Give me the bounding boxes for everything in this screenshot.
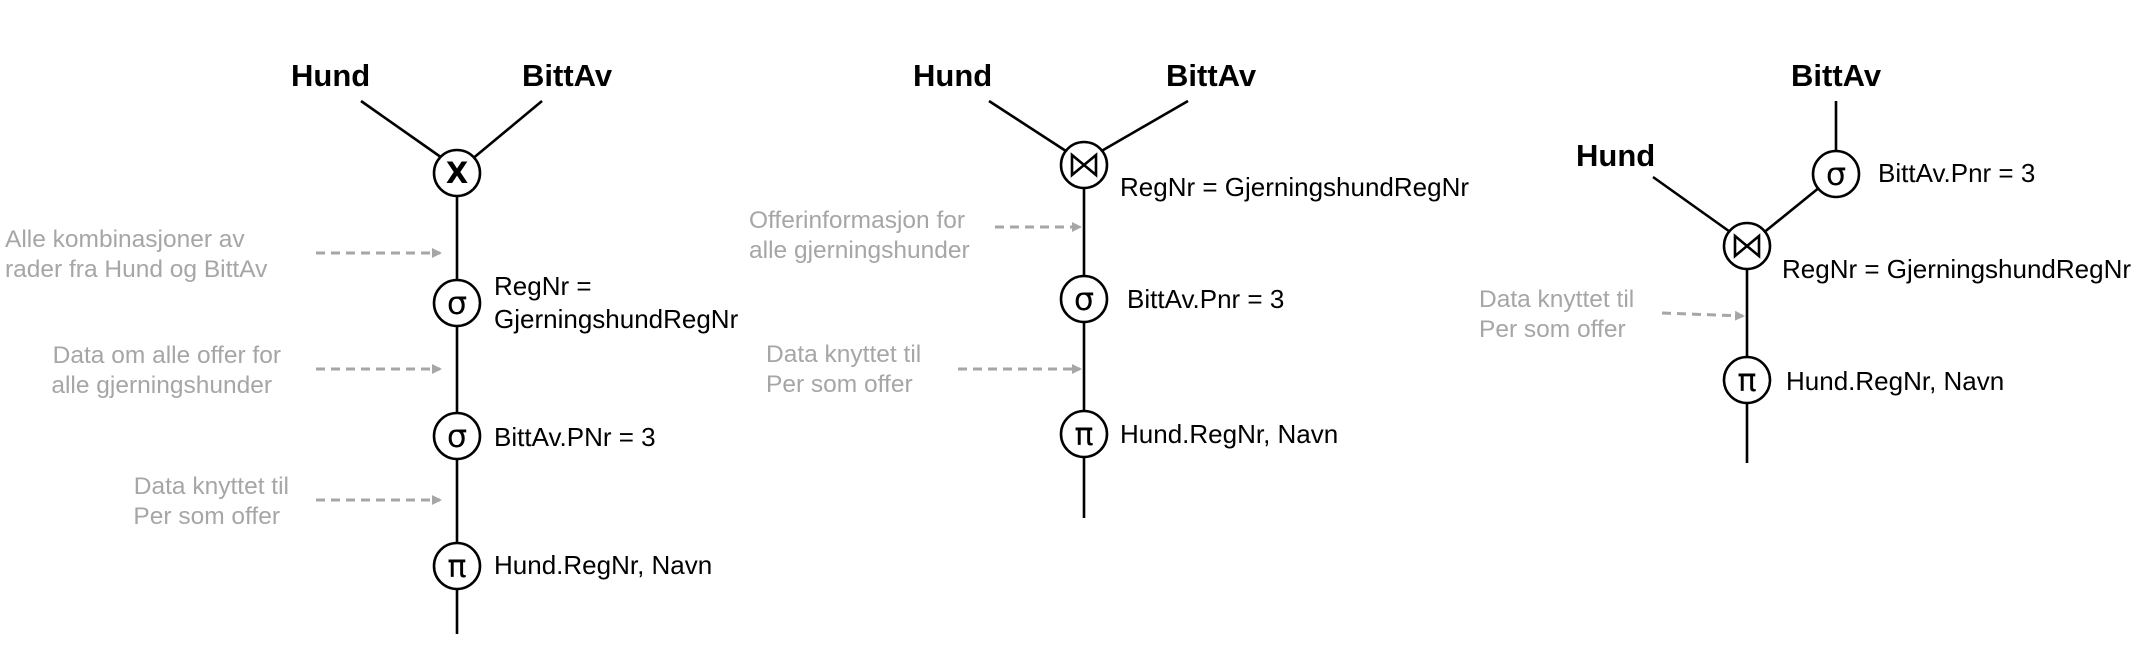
- project-attributes: Hund.RegNr, Navn: [494, 550, 712, 580]
- svg-text:Per som offer: Per som offer: [766, 371, 913, 398]
- sigma-symbol: σ: [1826, 155, 1846, 193]
- select1-condition-line2: GjerningshundRegNr: [494, 304, 739, 334]
- annotation-1: Alle kombinasjoner av rader fra Hund og …: [5, 226, 268, 283]
- svg-text:Alle kombinasjoner av: Alle kombinasjoner av: [5, 226, 245, 253]
- relation-bittav: BittAv: [1166, 58, 1257, 93]
- project-attributes: Hund.RegNr, Navn: [1786, 366, 2004, 396]
- svg-text:alle gjerningshunder: alle gjerningshunder: [51, 372, 272, 399]
- product-node: X: [432, 148, 482, 198]
- pi-symbol: π: [1737, 361, 1756, 399]
- query-tree-3: BittAv Hund σ π BittAv.Pnr = 3 RegNr = G…: [1479, 58, 2131, 463]
- svg-text:Data om alle offer for: Data om alle offer for: [53, 342, 281, 369]
- relation-bittav: BittAv: [1791, 58, 1882, 93]
- edge-bittav-product: [470, 100, 543, 161]
- sigma-symbol: σ: [447, 417, 467, 455]
- sigma-symbol: σ: [1074, 280, 1094, 318]
- product-symbol: X: [446, 156, 468, 190]
- join-condition: RegNr = GjerningshundRegNr: [1782, 254, 2131, 284]
- edge-select-join: [1761, 185, 1821, 236]
- select2-condition: BittAv.PNr = 3: [494, 422, 656, 452]
- select-node-2: σ: [432, 411, 482, 461]
- query-tree-2: Hund BittAv σ π RegNr = GjerningshundReg…: [749, 58, 1469, 518]
- query-tree-1: Hund BittAv X σ σ π RegNr = Gjerningshun…: [5, 58, 739, 634]
- svg-text:Data knyttet til: Data knyttet til: [134, 473, 289, 500]
- select-node: σ: [1811, 149, 1861, 199]
- select1-condition-line1: RegNr =: [494, 271, 592, 301]
- pi-symbol: π: [1074, 415, 1093, 453]
- annotation-arrow-1: [1661, 310, 1745, 321]
- sigma-symbol: σ: [447, 284, 467, 322]
- project-node: π: [1722, 355, 1772, 405]
- svg-text:Offerinformasjon for: Offerinformasjon for: [749, 207, 965, 234]
- relation-hund: Hund: [291, 58, 370, 93]
- join-symbol: [1733, 233, 1761, 259]
- svg-text:Data knyttet til: Data knyttet til: [1479, 286, 1634, 313]
- select-node: σ: [1059, 274, 1109, 324]
- annotation-2: Data knyttet til Per som offer: [766, 341, 921, 398]
- pi-symbol: π: [447, 547, 466, 585]
- annotation-1: Data knyttet til Per som offer: [1479, 286, 1634, 343]
- edge-hund-product: [360, 99, 446, 162]
- project-attributes: Hund.RegNr, Navn: [1120, 419, 1338, 449]
- svg-text:Per som offer: Per som offer: [133, 503, 280, 530]
- select-condition: BittAv.Pnr = 3: [1878, 158, 2035, 188]
- relation-bittav: BittAv: [522, 58, 613, 93]
- project-node: π: [1059, 409, 1109, 459]
- svg-text:alle gjerningshunder: alle gjerningshunder: [749, 237, 970, 264]
- join-condition: RegNr = GjerningshundRegNr: [1120, 172, 1469, 202]
- annotation-3: Data knyttet til Per som offer: [133, 473, 289, 530]
- join-node: [1059, 140, 1109, 190]
- join-symbol: [1070, 152, 1098, 178]
- relation-hund: Hund: [913, 58, 992, 93]
- join-node: [1722, 221, 1772, 271]
- svg-text:Data knyttet til: Data knyttet til: [766, 341, 921, 368]
- edge-hund-join: [988, 99, 1070, 155]
- svg-text:rader fra Hund og BittAv: rader fra Hund og BittAv: [5, 256, 268, 283]
- annotation-1: Offerinformasjon for alle gjerningshunde…: [749, 207, 970, 264]
- annotation-2: Data om alle offer for alle gjerningshun…: [51, 342, 281, 399]
- edge-hund-join: [1652, 175, 1734, 236]
- select-node-1: σ: [432, 278, 482, 328]
- svg-text:Per som offer: Per som offer: [1479, 316, 1626, 343]
- project-node: π: [432, 541, 482, 591]
- relation-hund: Hund: [1576, 138, 1655, 173]
- select-condition: BittAv.Pnr = 3: [1127, 284, 1284, 314]
- edge-bittav-join: [1097, 99, 1189, 155]
